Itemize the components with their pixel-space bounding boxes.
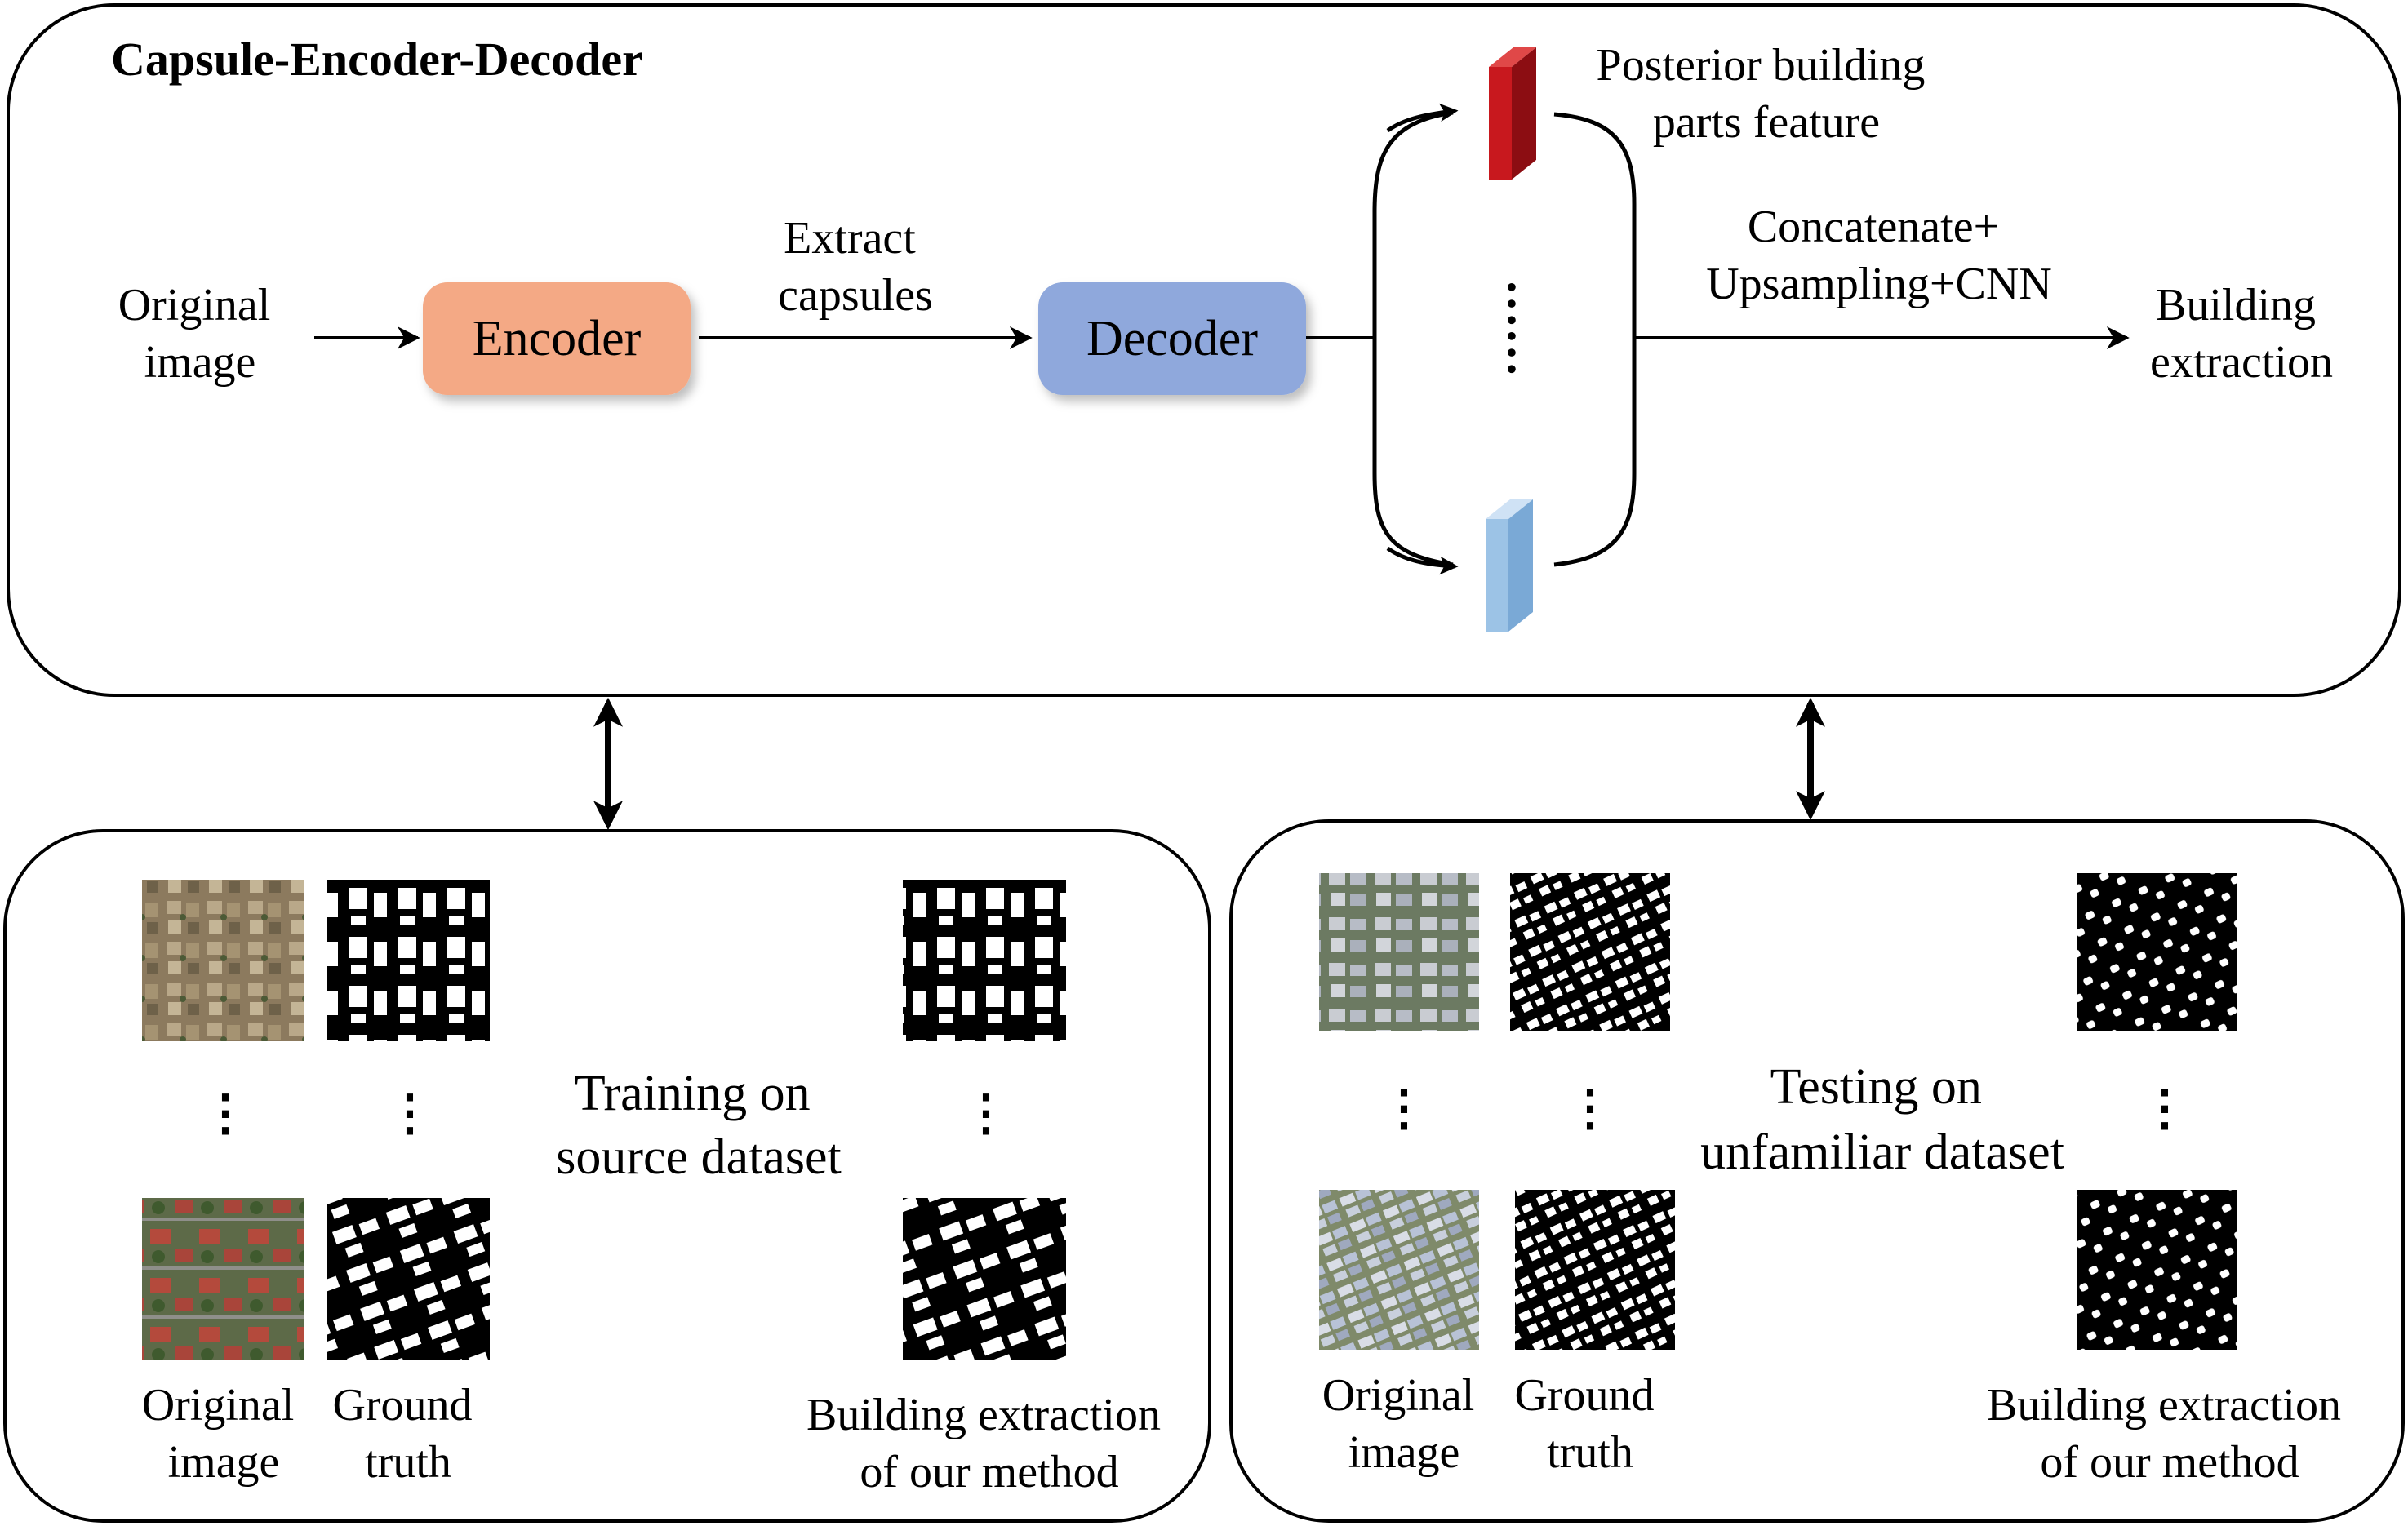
decoder-label: Decoder [1086,311,1258,366]
testing-ellipsis-col3: ⋮ [2140,1081,2189,1135]
concat-label: Concatenate+ Upsampling+CNN [1706,202,2052,309]
testing-panel [1229,819,2405,1523]
top-panel [7,3,2401,697]
testing-col-label-result: Building extraction of our method [1987,1380,2352,1488]
testing-ground-truth-1 [1510,873,1670,1031]
testing-col-label-ground-truth: Ground truth [1514,1370,1665,1478]
testing-original-image-2 [1319,1190,1479,1350]
posterior-label: Posterior building parts feature [1597,40,1937,148]
testing-title: Testing on unfamiliar dataset [1700,1059,2064,1180]
training-ellipsis-col1: ⋮ [201,1086,250,1140]
testing-col-label-original: Original image [1322,1370,1486,1478]
input-label: Original image [118,280,282,388]
training-col-label-result: Building extraction of our method [806,1390,1172,1497]
testing-ellipsis-col2: ⋮ [1566,1081,1615,1135]
testing-ellipsis-col1: ⋮ [1379,1081,1428,1135]
training-col-label-original: Original image [142,1380,306,1488]
output-label: Building extraction [2150,280,2333,388]
decoder-block: Decoder [1038,282,1306,395]
encoder-block: Encoder [423,282,691,395]
testing-result-2 [2077,1190,2237,1350]
encoder-box [423,282,691,395]
training-result-2 [903,1198,1066,1360]
training-panel [3,829,1211,1523]
merge-curve-right [1553,112,1637,567]
feature-map-bottom [1486,499,1533,632]
vertical-ellipsis-features: …… [1498,279,1552,377]
training-col-label-ground-truth: Ground truth [332,1380,483,1488]
training-result-1 [903,880,1066,1041]
encoder-label: Encoder [473,311,642,366]
arrow-to-top-feature [1386,103,1459,133]
testing-result-1 [2077,873,2237,1031]
decoder-box [1038,282,1306,395]
training-original-image-1 [142,880,304,1041]
feature-map-top [1489,47,1536,180]
training-ellipsis-col3: ⋮ [962,1086,1011,1140]
training-ellipsis-col2: ⋮ [385,1086,434,1140]
training-title: Training on source dataset [556,1066,841,1185]
training-ground-truth-2 [327,1198,490,1360]
arrow-to-bottom-feature [1386,546,1459,575]
top-panel-title: Capsule-Encoder-Decoder [111,33,643,86]
branch-curve-left [1372,110,1454,567]
testing-ground-truth-2 [1515,1190,1675,1350]
training-ground-truth-1 [327,880,490,1041]
training-original-image-2 [142,1198,304,1360]
extract-label: Extract capsules [778,213,933,321]
testing-original-image-1 [1319,873,1479,1031]
